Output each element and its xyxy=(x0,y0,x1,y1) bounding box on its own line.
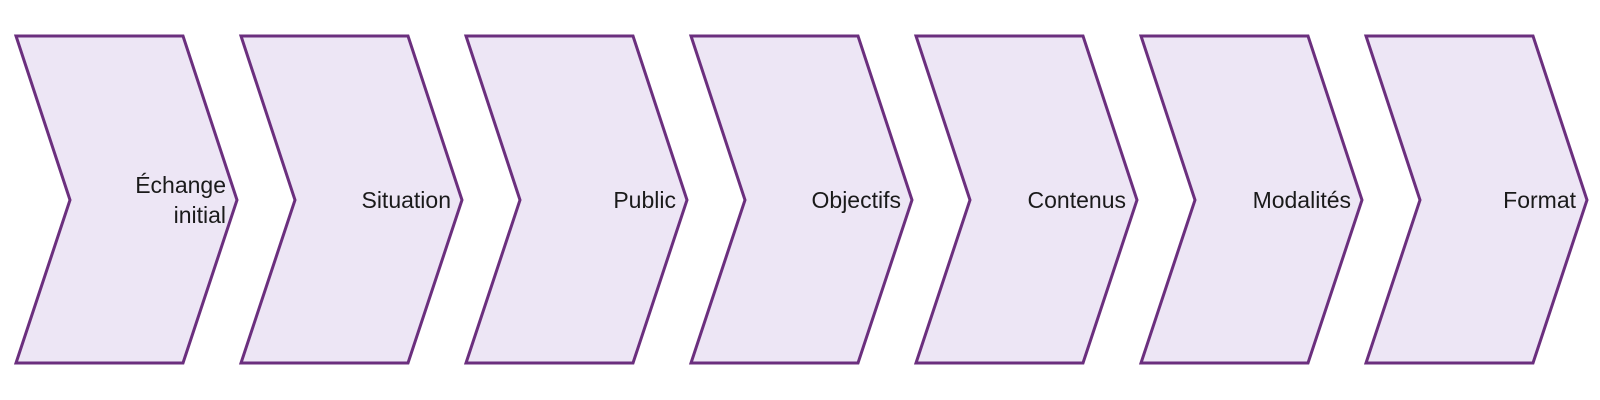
chevron-step-label: Objectifs xyxy=(811,187,901,213)
chevron-step-label: Échange initial xyxy=(135,172,226,228)
chevron-step-5 xyxy=(913,34,1139,365)
chevron-step-label: Contenus xyxy=(1027,187,1126,213)
chevron-step-label: Situation xyxy=(361,187,451,213)
chevron-step-1 xyxy=(13,34,239,365)
chevron-step-6 xyxy=(1138,34,1364,365)
chevron-step-2 xyxy=(238,34,464,365)
chevron-step-3 xyxy=(463,34,689,365)
chevron-step-label: Format xyxy=(1503,187,1576,213)
chevron-step-7 xyxy=(1363,34,1589,365)
chevron-step-label: Modalités xyxy=(1252,187,1351,213)
chevron-step-label: Public xyxy=(613,187,676,213)
chevron-step-4 xyxy=(688,34,914,365)
